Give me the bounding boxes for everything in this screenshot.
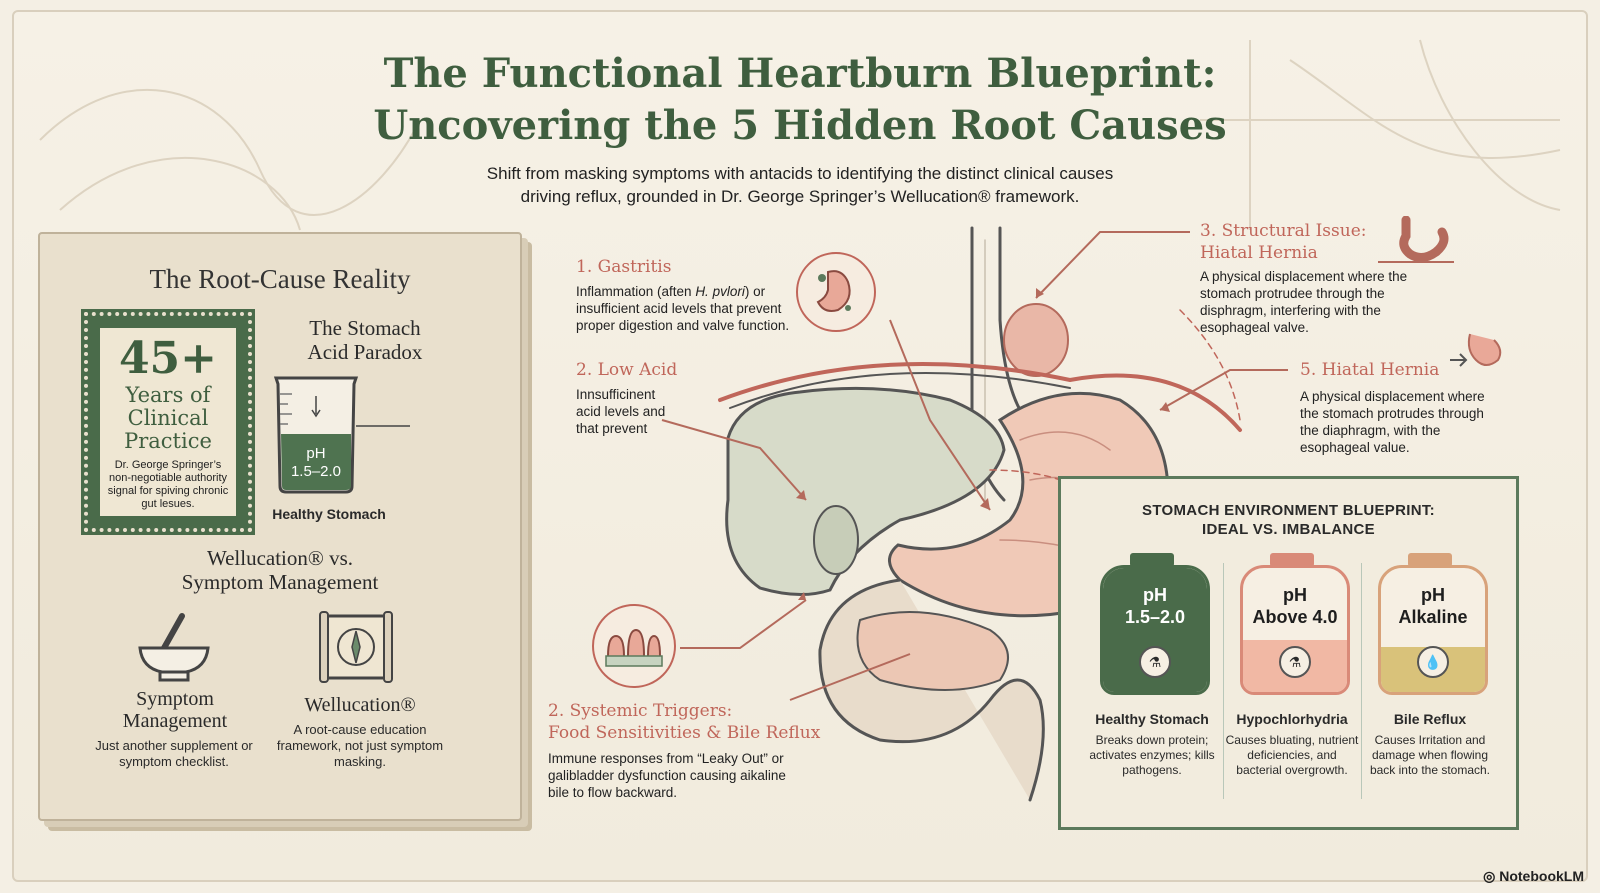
jar-body: pH Alkaline 💧 <box>1378 565 1488 695</box>
blueprint-title-line-2: IDEAL VS. IMBALANCE <box>1202 521 1375 538</box>
gastritis-stomach-icon <box>796 252 876 332</box>
title-line-1: The Functional Heartburn Blueprint: <box>383 50 1217 97</box>
jar-label: Healthy Stomach <box>1095 711 1209 727</box>
jar-description: Breaks down protein; activates enzymes; … <box>1089 733 1215 777</box>
flask-icon: ⚗ <box>1279 646 1311 678</box>
paradox-line-1: The Stomach <box>309 316 421 340</box>
beaker-ph: pH <box>306 445 325 462</box>
cause-5-text: A physical displacement where the stomac… <box>1300 389 1485 455</box>
vs-line-1: Wellucation® vs. <box>206 546 354 570</box>
cause-3-title-line-2: Hiatal Hernia <box>1200 243 1318 263</box>
subtitle-line-2: driving reflux, grounded in Dr. George S… <box>520 187 1080 206</box>
jar-label: Hypochlorhydria <box>1236 711 1348 727</box>
stamp-inner: 45+ Years of Clinical Practice Dr. Georg… <box>98 326 238 518</box>
cause-1-title: 1. Gastritis <box>576 257 672 277</box>
jar-ph-value: Alkaline <box>1398 607 1468 627</box>
jar-description: Causes bluating, nutrient deficiencies, … <box>1225 733 1359 777</box>
stamp-line-1: Years of <box>125 383 211 407</box>
cause-3-title-line-1: 3. Structural Issue: <box>1200 221 1367 241</box>
cause-1-text-a: Inflammation (aften <box>576 284 696 299</box>
jar-column-bile-reflux: pH Alkaline 💧 Bile Reflux Causes Irritat… <box>1361 553 1499 815</box>
droplets-icon: 💧 <box>1417 646 1449 678</box>
root-cause-panel: The Root-Cause Reality 45+ Years of Clin… <box>38 232 522 821</box>
symptom-management-title: Symptom Management <box>90 688 260 732</box>
stamp-line-2: Clinical <box>127 406 209 430</box>
column-divider <box>1223 563 1224 799</box>
flask-icon: ⚗ <box>1139 646 1171 678</box>
years-practice-stamp: 45+ Years of Clinical Practice Dr. Georg… <box>81 309 255 535</box>
jar-ph-value: Above 4.0 <box>1252 607 1338 627</box>
villi-icon <box>592 604 676 688</box>
beaker-range: 1.5–2.0 <box>291 463 341 480</box>
jar-bile-reflux: pH Alkaline 💧 <box>1378 553 1488 695</box>
jar-hypochlorhydria: pH Above 4.0 ⚗ <box>1240 553 1350 695</box>
mortar-pestle-icon <box>138 613 210 682</box>
jar-ph-label: pH <box>1283 585 1307 605</box>
cause-2-text: Innsufficinent acid levels and that prev… <box>576 387 666 436</box>
wellucation-text: A root-cause education framework, not ju… <box>276 722 444 769</box>
blueprint-title-line-1: STOMACH ENVIRONMENT BLUEPRINT: <box>1142 502 1435 519</box>
jar-column-healthy: pH 1.5–2.0 ⚗ Healthy Stomach Breaks down… <box>1083 553 1221 815</box>
page-subtitle: Shift from masking symptoms with antacid… <box>360 162 1240 208</box>
hiatal-hernia-icon <box>1450 333 1502 367</box>
jar-ph-label: pH <box>1143 585 1167 605</box>
stamp-number: 45+ <box>118 333 218 384</box>
cause-4-title-line-2: Food Sensitivities & Bile Reflux <box>548 723 821 743</box>
page-title: The Functional Heartburn Blueprint: Unco… <box>0 48 1600 152</box>
vs-line-2: Symptom Management <box>181 570 379 594</box>
acid-paradox-title: The Stomach Acid Paradox <box>280 316 450 364</box>
jar-ph-text: pH Above 4.0 <box>1243 584 1347 628</box>
cause-1-text-pathogen: H. pvlori <box>695 284 745 299</box>
jar-ph-label: pH <box>1421 585 1445 605</box>
jar-body: pH 1.5–2.0 ⚗ <box>1100 565 1210 695</box>
jar-healthy: pH 1.5–2.0 ⚗ <box>1100 553 1210 695</box>
jar-ph-text: pH 1.5–2.0 <box>1103 584 1207 628</box>
jar-lid <box>1270 553 1314 567</box>
cause-2-title: 2. Low Acid <box>576 360 678 380</box>
jar-label: Bile Reflux <box>1393 711 1467 727</box>
symptom-line-2: Management <box>122 710 228 732</box>
symptom-management-text: Just another supplement or symptom check… <box>95 738 253 769</box>
jar-lid <box>1130 553 1174 567</box>
jar-lid <box>1408 553 1452 567</box>
cause-4-title: 2. Systemic Triggers: Food Sensitivities… <box>548 700 820 744</box>
cause-4-title-line-1: 2. Systemic Triggers: <box>548 701 733 721</box>
wellucation-title: Wellucation® <box>304 694 416 716</box>
beaker-healthy-label: Healthy Stomach <box>272 506 386 522</box>
jar-column-hypochlorhydria: pH Above 4.0 ⚗ Hypochlorhydria Causes bl… <box>1223 553 1361 815</box>
cause-1-text: Inflammation (aften H. pvlori) or insuff… <box>576 283 808 334</box>
title-line-2: Uncovering the 5 Hidden Root Causes <box>373 102 1227 149</box>
symptom-line-1: Symptom <box>136 688 214 710</box>
wellucation-vs-title: Wellucation® vs. Symptom Management <box>40 546 520 594</box>
hernia-stomach-icon <box>1378 216 1454 263</box>
stamp-line-3: Practice <box>124 429 212 453</box>
beaker-icon: pH 1.5–2.0 <box>273 376 410 494</box>
cause-3-title: 3. Structural Issue: Hiatal Hernia <box>1200 220 1366 264</box>
stamp-note: Dr. George Springer’s non-negotiable aut… <box>107 459 229 510</box>
jar-body: pH Above 4.0 ⚗ <box>1240 565 1350 695</box>
panel-title: The Root-Cause Reality <box>149 264 411 294</box>
blueprint-title: STOMACH ENVIRONMENT BLUEPRINT: IDEAL VS.… <box>1061 501 1516 539</box>
cause-4-text: Immune responses from “Leaky Out” or gal… <box>548 751 786 800</box>
stamp-label: Years of Clinical Practice <box>100 384 236 453</box>
brand-label: NotebookLM <box>1499 868 1584 884</box>
jar-ph-value: 1.5–2.0 <box>1124 607 1186 627</box>
cause-1-text-b: ) or insufficient acid levels that preve… <box>576 284 790 333</box>
compass-scroll-icon <box>319 611 393 683</box>
subtitle-line-1: Shift from masking symptoms with antacid… <box>486 164 1114 183</box>
cause-3-text: A physical displacement where the stomac… <box>1200 269 1408 335</box>
cause-5-title: 5. Hiatal Hernia <box>1300 360 1440 380</box>
paradox-line-2: Acid Paradox <box>307 340 423 364</box>
stomach-environment-blueprint: STOMACH ENVIRONMENT BLUEPRINT: IDEAL VS.… <box>1058 476 1519 830</box>
column-divider <box>1361 563 1362 799</box>
jar-description: Causes Irritation and damage when flowin… <box>1369 733 1491 777</box>
notebooklm-brand: ◎ NotebookLM <box>1483 868 1584 884</box>
jar-ph-text: pH Alkaline <box>1381 584 1485 628</box>
